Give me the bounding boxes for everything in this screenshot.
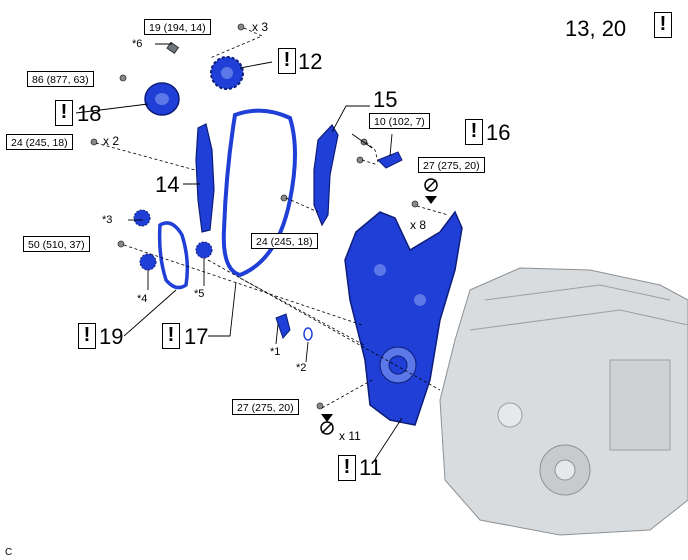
quantity-label: x 3: [252, 20, 269, 34]
part-mark: *2: [296, 362, 307, 374]
crank-sprocket-small: [195, 241, 213, 259]
part-mark: *6: [132, 38, 143, 50]
torque-spec-box: 27 (275, 20): [232, 399, 299, 415]
part-2-o-ring: [303, 327, 313, 341]
part-6-stud: [166, 41, 180, 55]
callout-19: 19: [99, 324, 124, 349]
part-1-tensioner-lever: [275, 313, 291, 339]
chain-tensioner: [377, 151, 403, 169]
caution-icon: !: [162, 323, 180, 349]
torque-spec-box: 27 (275, 20): [418, 157, 485, 173]
torque-spec-box: 10 (102, 7): [369, 113, 430, 129]
torque-spec-box: 50 (510, 37): [23, 236, 90, 252]
caution-icon: !: [465, 119, 483, 145]
quantity-label: x 2: [103, 134, 120, 148]
callout-15: 15: [373, 87, 398, 112]
caution-icon: !: [278, 48, 296, 74]
callout-11: 11: [359, 455, 382, 480]
vvt-gear: [144, 82, 180, 116]
crankshaft-sprocket: [133, 209, 151, 227]
torque-spec-box: 86 (877, 63): [27, 71, 94, 87]
callout-12: 12: [298, 49, 323, 74]
caution-icon: !: [55, 100, 73, 126]
timing-cover: [344, 210, 463, 426]
callout-18: 18: [77, 101, 102, 126]
camshaft-sprocket: [210, 56, 244, 90]
timing-chain: [221, 108, 297, 278]
part-mark: *1: [270, 346, 281, 358]
callout-13-20: 13, 20: [565, 16, 627, 41]
part-mark: *4: [137, 293, 148, 305]
part-mark: *5: [194, 288, 205, 300]
no-reuse-icon-2: [320, 414, 334, 435]
no-reuse-icon: [424, 178, 438, 204]
caution-icon: !: [654, 12, 672, 38]
caution-icon: !: [78, 323, 96, 349]
chain-damper: [195, 123, 215, 233]
chain-guide: [313, 124, 339, 227]
leader-lines: [75, 43, 403, 465]
figure-corner-label: C: [5, 547, 13, 558]
callout-17: 17: [184, 324, 209, 349]
quantity-label: x 11: [339, 429, 361, 443]
callout-14: 14: [155, 172, 180, 197]
torque-spec-box: 19 (194, 14): [144, 19, 211, 35]
callout-16: 16: [486, 120, 511, 145]
caution-icon: !: [338, 455, 356, 481]
oil-pump-chain: [157, 221, 190, 290]
part-mark: *3: [102, 214, 113, 226]
torque-spec-box: 24 (245, 18): [6, 134, 73, 150]
torque-spec-box: 24 (245, 18): [251, 233, 318, 249]
quantity-label: x 8: [410, 218, 427, 232]
oil-pump-sprocket: [139, 253, 157, 271]
engine-block: [439, 267, 688, 536]
assembly-dashed-lines: [95, 27, 449, 409]
